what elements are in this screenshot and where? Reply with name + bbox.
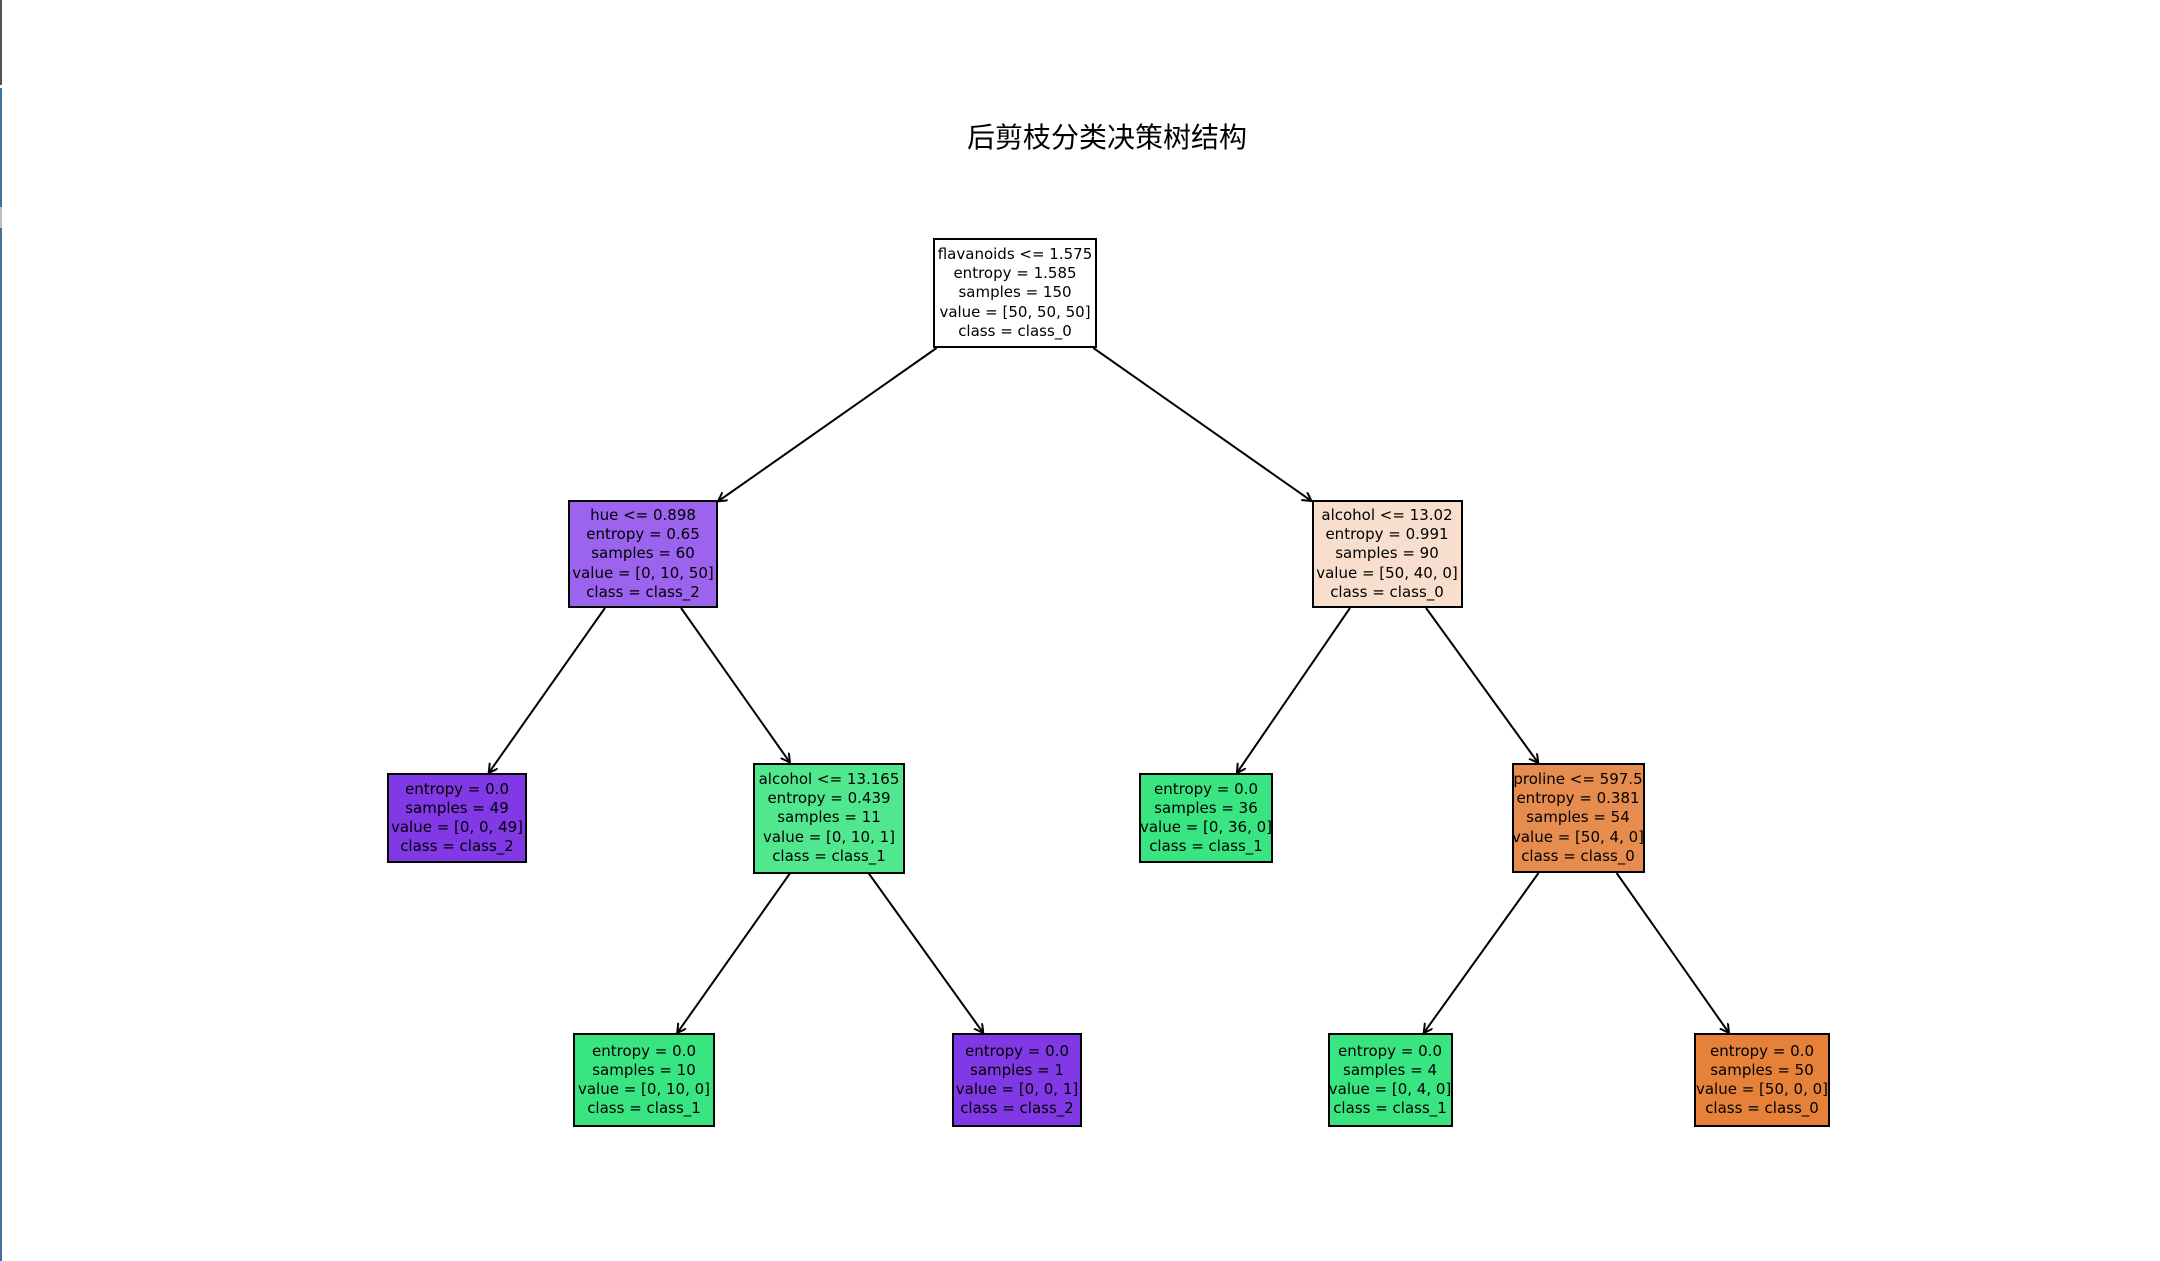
node-text-line: samples = 10	[592, 1060, 696, 1079]
node-text-line: entropy = 0.0	[405, 779, 509, 798]
tree-edge-n2-n5	[1237, 607, 1351, 773]
tree-edge-n4-n8	[868, 872, 983, 1034]
node-text-line: entropy = 0.0	[1710, 1041, 1814, 1060]
node-text-line: proline <= 597.5	[1513, 769, 1643, 788]
node-text-line: value = [0, 10, 0]	[577, 1080, 711, 1098]
node-text-line: class = class_0	[1521, 846, 1635, 865]
node-text-line: value = [50, 50, 50]	[939, 302, 1091, 321]
node-text-line: entropy = 0.381	[1516, 789, 1640, 808]
node-text-line: class = class_2	[400, 837, 514, 856]
node-text-line: value = [0, 0, 49]	[390, 818, 524, 836]
window-edge-strip-segment	[0, 0, 2, 85]
node-text-line: samples = 36	[1154, 798, 1258, 817]
node-text-line: flavanoids <= 1.575	[937, 244, 1093, 263]
node-text-line: hue <= 0.898	[590, 505, 696, 524]
node-text-line: samples = 54	[1526, 808, 1630, 827]
tree-edge-n6-n10	[1615, 872, 1729, 1033]
node-text-line: class = class_1	[772, 846, 886, 865]
node-text-line: class = class_1	[1149, 837, 1263, 856]
node-text-line: alcohol <= 13.165	[758, 769, 900, 788]
tree-edge-n2-n6	[1425, 607, 1538, 763]
node-text-line: entropy = 0.0	[592, 1041, 696, 1060]
node-text-line: samples = 1	[970, 1060, 1064, 1079]
node-text-line: entropy = 0.991	[1325, 525, 1449, 544]
tree-edge-n1-n3	[489, 607, 606, 773]
node-text-line: class = class_2	[586, 582, 700, 601]
node-text-line: value = [50, 40, 0]	[1316, 563, 1458, 582]
tree-edge-root-n2	[1092, 347, 1311, 501]
node-text-line: class = class_1	[1333, 1099, 1447, 1118]
node-text-line: entropy = 0.0	[1154, 779, 1258, 798]
node-text-line: samples = 50	[1710, 1060, 1814, 1079]
tree-edge-root-n1	[718, 347, 938, 501]
node-text-line: samples = 11	[777, 808, 881, 827]
node-text-line: samples = 4	[1343, 1060, 1437, 1079]
node-text-line: samples = 90	[1335, 544, 1439, 563]
window-edge-strip-segment	[0, 88, 2, 207]
node-text-line: entropy = 0.65	[586, 525, 700, 544]
node-text-line: value = [0, 36, 0]	[1139, 818, 1273, 836]
node-text-line: alcohol <= 13.02	[1321, 505, 1453, 524]
node-text-line: entropy = 0.0	[1338, 1041, 1442, 1060]
node-text-line: class = class_0	[1330, 582, 1444, 601]
node-text-line: samples = 150	[958, 283, 1072, 302]
window-edge-strip-segment	[0, 228, 2, 1261]
tree-edge-n4-n7	[677, 872, 791, 1034]
node-text-line: entropy = 0.439	[767, 789, 891, 808]
node-text-line: class = class_0	[958, 321, 1072, 340]
node-text-line: entropy = 1.585	[953, 264, 1077, 283]
node-text-line: class = class_0	[1705, 1099, 1819, 1118]
node-text-line: value = [0, 10, 1]	[762, 827, 896, 846]
node-text-line: value = [0, 0, 1]	[955, 1080, 1079, 1098]
node-text-line: class = class_2	[960, 1099, 1074, 1118]
node-text-line: class = class_1	[587, 1099, 701, 1118]
node-text-line: value = [0, 10, 50]	[572, 563, 714, 582]
node-text-line: value = [50, 4, 0]	[1511, 827, 1645, 846]
tree-edge-n1-n4	[680, 607, 790, 763]
node-text-line: entropy = 0.0	[965, 1041, 1069, 1060]
node-text-line: value = [50, 0, 0]	[1695, 1080, 1829, 1098]
tree-edge-n6-n9	[1424, 872, 1540, 1033]
node-text-line: samples = 49	[405, 798, 509, 817]
window-edge-strip-segment	[0, 207, 2, 228]
page-title: 后剪枝分类决策树结构	[966, 121, 1248, 154]
node-text-line: samples = 60	[591, 544, 695, 563]
node-text-line: value = [0, 4, 0]	[1328, 1080, 1452, 1098]
